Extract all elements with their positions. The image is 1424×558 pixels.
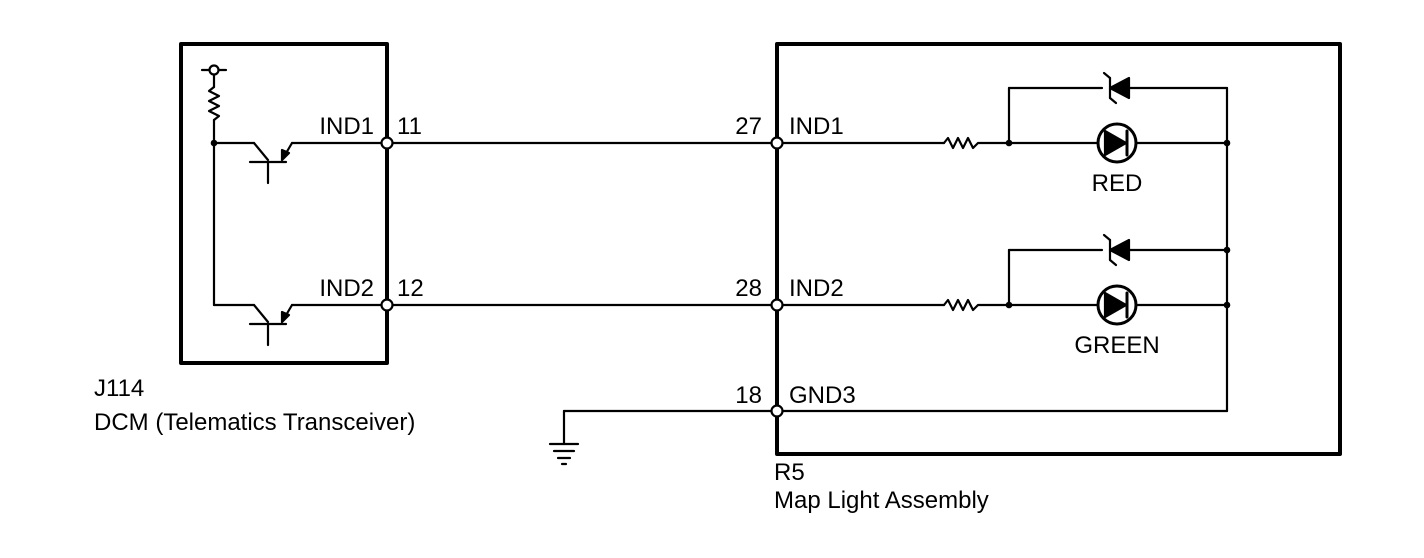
r5-pin-number-27: 27 <box>735 113 762 140</box>
r5-pin-number-18: 18 <box>735 382 762 409</box>
r5-pin-label-gnd3: GND3 <box>789 382 856 409</box>
terminal-r5-18 <box>770 404 784 418</box>
terminal-r5-27 <box>770 136 784 150</box>
dcm-transistor-1-icon <box>212 141 389 185</box>
led-green-label: GREEN <box>1074 332 1159 359</box>
zener-diode-1-icon <box>1102 71 1131 105</box>
led-red-icon <box>1096 122 1138 164</box>
dcm-code: J114 <box>94 375 144 402</box>
map-light-code: R5 <box>774 459 805 486</box>
junction-dots <box>1005 139 1231 309</box>
dcm-pin-label-ind2: IND2 <box>319 275 374 302</box>
r5-pin-number-28: 28 <box>735 275 762 302</box>
ground-icon <box>548 442 580 466</box>
led-resistor-2-icon <box>942 298 1011 312</box>
branch-ind2-wiring <box>1007 248 1229 307</box>
dcm-pin-number-11: 11 <box>397 113 422 140</box>
dcm-pin-number-12: 12 <box>397 275 424 302</box>
zener-diode-2-icon <box>1102 233 1131 267</box>
dcm-box <box>179 42 389 365</box>
r5-pin-label-ind2: IND2 <box>789 275 844 302</box>
terminal-dcm-11 <box>380 136 394 150</box>
led-green-icon <box>1096 284 1138 326</box>
dcm-supply-terminal-icon <box>200 64 228 89</box>
connector-terminals <box>380 136 784 418</box>
r5-pin-label-ind1: IND1 <box>789 113 844 140</box>
map-light-box <box>775 42 1342 456</box>
dcm-pullup-resistor-icon <box>207 85 221 122</box>
led-red-label: RED <box>1092 170 1143 197</box>
led-resistor-1-icon <box>942 136 1011 150</box>
map-light-name: Map Light Assembly <box>774 487 989 514</box>
wire-ground <box>562 409 779 446</box>
dcm-name: DCM (Telematics Transceiver) <box>94 409 415 436</box>
terminal-dcm-12 <box>380 298 394 312</box>
terminal-r5-28 <box>770 298 784 312</box>
dcm-pin-label-ind1: IND1 <box>319 113 374 140</box>
dcm-transistor-2-icon <box>212 303 389 347</box>
